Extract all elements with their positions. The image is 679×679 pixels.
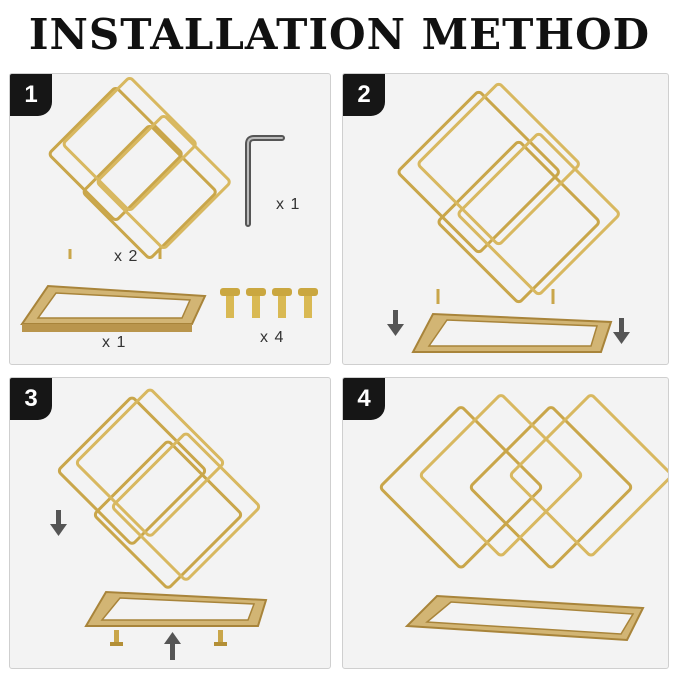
arrow-up-icon bbox=[164, 632, 181, 660]
base-frame bbox=[404, 594, 645, 642]
step-2-panel: 2 bbox=[342, 73, 669, 365]
screw-icon bbox=[110, 630, 123, 646]
rack-frames bbox=[397, 82, 620, 304]
page-title: INSTALLATION METHOD bbox=[28, 10, 651, 59]
hex-key-icon bbox=[245, 135, 285, 227]
screw-icon bbox=[246, 288, 266, 318]
step-1-badge: 1 bbox=[10, 74, 52, 116]
rack-frames bbox=[379, 394, 668, 569]
base-frame bbox=[84, 590, 268, 627]
base-qty-label: x 1 bbox=[102, 334, 127, 351]
step-3-badge: 3 bbox=[10, 378, 52, 420]
step-1-panel: 1 x 2 x 1 x 1 x 4 bbox=[9, 73, 331, 365]
screw-icon bbox=[220, 288, 240, 318]
arrow-down-icon bbox=[613, 318, 630, 344]
frames-qty-label: x 2 bbox=[114, 248, 139, 265]
screw-icon bbox=[272, 288, 292, 318]
screws-qty-label: x 4 bbox=[260, 329, 285, 346]
step-1-illustration bbox=[20, 76, 318, 332]
step-2-illustration bbox=[387, 82, 630, 353]
step-3-panel: 3 bbox=[9, 377, 331, 669]
wrench-qty-label: x 1 bbox=[276, 196, 301, 213]
base-frame bbox=[20, 284, 207, 332]
screw-icon bbox=[298, 288, 318, 318]
rack-frames bbox=[48, 76, 231, 260]
step-4-illustration bbox=[379, 394, 668, 642]
step-2-badge: 2 bbox=[343, 74, 385, 116]
screw-icon bbox=[214, 630, 227, 646]
rack-frames bbox=[57, 388, 261, 589]
step-4-badge: 4 bbox=[343, 378, 385, 420]
arrow-down-icon bbox=[50, 510, 67, 536]
screws bbox=[220, 288, 318, 318]
base-frame bbox=[411, 312, 613, 353]
step-4-panel: 4 bbox=[342, 377, 669, 669]
step-3-illustration bbox=[50, 388, 268, 660]
arrow-down-icon bbox=[387, 310, 404, 336]
